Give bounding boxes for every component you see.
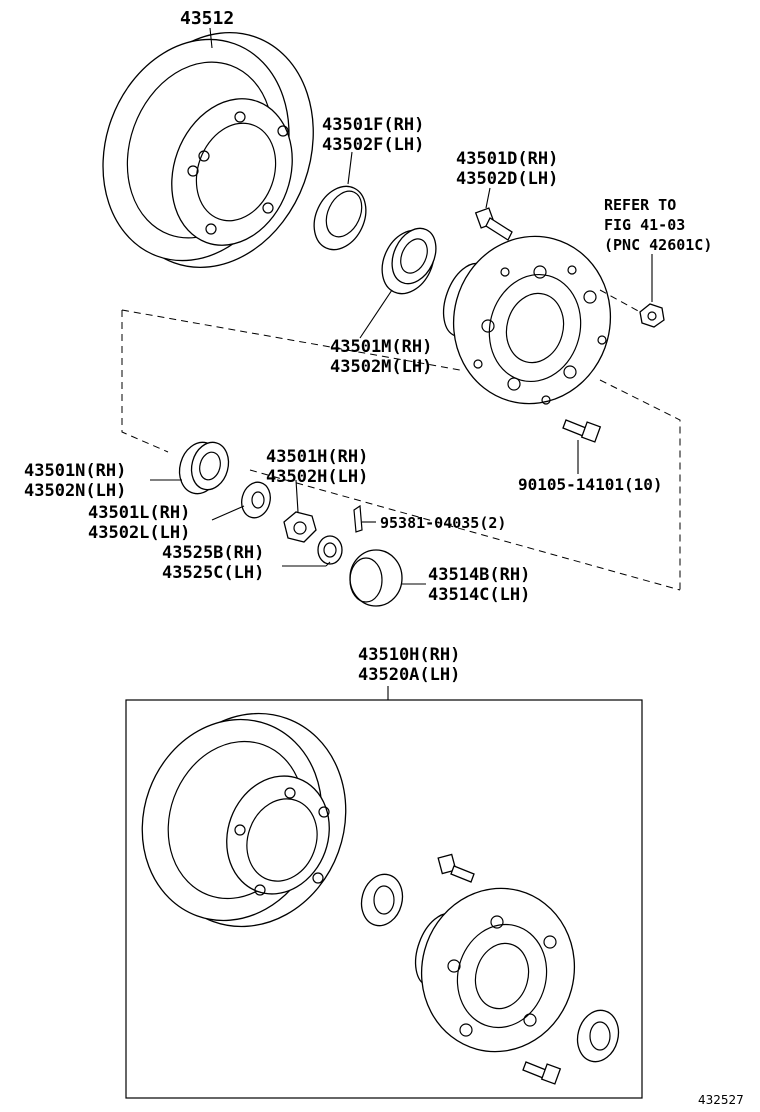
label-cotter-pin: 95381-04035(2) <box>380 514 506 532</box>
brake-rotor-top[interactable] <box>73 5 346 296</box>
hub-bolt-bottom[interactable] <box>522 1061 562 1085</box>
label-lock-cap-rh: 43525B(RH) <box>162 543 264 563</box>
bearing-bottom-right[interactable] <box>572 1006 624 1067</box>
label-washer-rh: 43501L(RH) <box>88 503 190 523</box>
label-outer-bearing-rh: 43501N(RH) <box>24 461 126 481</box>
cotter-pin[interactable] <box>353 504 363 533</box>
lock-cap[interactable] <box>317 535 343 565</box>
leader-rotor-top <box>209 27 213 49</box>
stud-bolt-top[interactable] <box>474 207 513 241</box>
leader-seal <box>347 151 353 185</box>
label-inner-bearing-rh: 43501M(RH) <box>330 337 432 357</box>
label-rotor-top: 43512 <box>180 8 234 29</box>
dash-refer <box>599 289 641 313</box>
label-hub-bolt: 90105-14101(10) <box>518 475 663 494</box>
oil-seal[interactable] <box>304 178 375 258</box>
dash-frame-bottom <box>249 469 681 591</box>
leader-inner-bearing <box>359 289 393 339</box>
figure-number: 432527 <box>698 1093 744 1107</box>
dash-frame-right <box>599 379 681 590</box>
label-nut-lh: 43502H(LH) <box>266 467 368 487</box>
label-seal-rh: 43501F(RH) <box>322 115 424 135</box>
label-refer-1: REFER TO <box>604 196 676 214</box>
label-refer-3: (PNC 42601C) <box>604 236 712 254</box>
label-assy-rh: 43510H(RH) <box>358 645 460 665</box>
label-assy-lh: 43520A(LH) <box>358 665 460 685</box>
grease-cap[interactable] <box>349 549 403 607</box>
label-inner-bearing-lh: 43502M(LH) <box>330 357 432 377</box>
leader-stud <box>485 187 491 209</box>
assembly-frame <box>125 699 643 1099</box>
label-refer-2: FIG 41-03 <box>604 216 685 234</box>
thrust-washer[interactable] <box>238 479 274 521</box>
label-outer-bearing-lh: 43502N(LH) <box>24 481 126 501</box>
stud-bolt-bottom[interactable] <box>437 853 475 883</box>
axle-hub-bottom[interactable] <box>403 871 592 1069</box>
inner-bearing[interactable] <box>372 221 444 302</box>
leader-lock-cap-b <box>325 561 331 567</box>
label-lock-cap-lh: 43525C(LH) <box>162 563 264 583</box>
label-washer-lh: 43502L(LH) <box>88 523 190 543</box>
hub-nut[interactable] <box>283 511 317 543</box>
dash-frame-left <box>121 310 169 453</box>
axle-hub-top[interactable] <box>434 219 629 422</box>
bearing-bottom-left[interactable] <box>356 870 408 931</box>
label-stud-lh: 43502D(LH) <box>456 169 558 189</box>
refer-nut[interactable] <box>639 303 665 328</box>
label-grease-cap-rh: 43514B(RH) <box>428 565 530 585</box>
label-stud-rh: 43501D(RH) <box>456 149 558 169</box>
label-nut-rh: 43501H(RH) <box>266 447 368 467</box>
label-grease-cap-lh: 43514C(LH) <box>428 585 530 605</box>
outer-bearing[interactable] <box>174 438 234 499</box>
label-seal-lh: 43502F(LH) <box>322 135 424 155</box>
leader-nut <box>295 479 299 513</box>
leader-washer <box>211 505 245 521</box>
dash-frame-top <box>121 309 461 371</box>
brake-rotor-bottom[interactable] <box>114 686 375 953</box>
hub-bolt[interactable] <box>562 419 602 443</box>
